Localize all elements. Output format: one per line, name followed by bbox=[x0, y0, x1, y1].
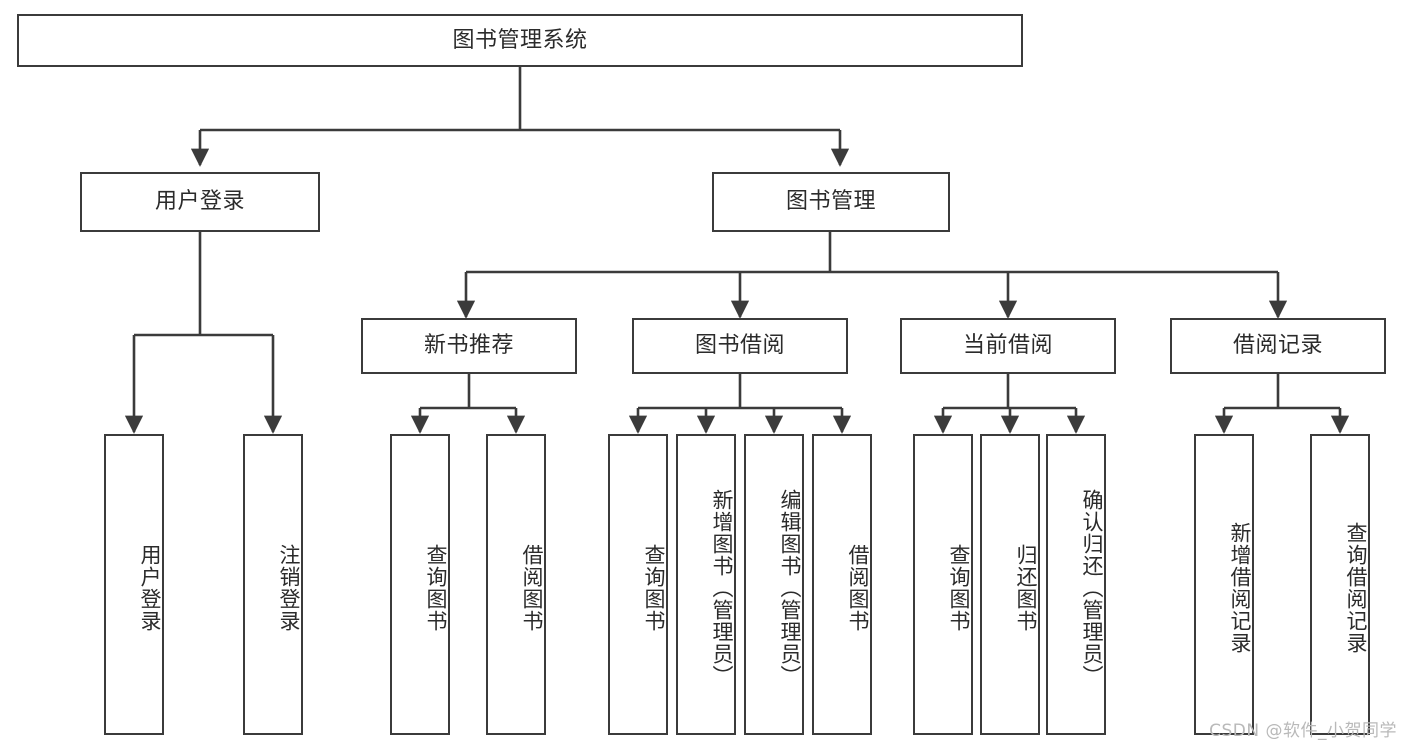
node-label: 当前借阅 bbox=[962, 333, 1053, 359]
leaf-book-borrow-query-book[interactable]: 查询图书 bbox=[608, 434, 668, 735]
node-label: 注销登录 bbox=[277, 543, 301, 632]
node-label: 新增借阅记录 bbox=[1228, 521, 1252, 654]
leaf-current-borrow-query-book[interactable]: 查询图书 bbox=[913, 434, 973, 735]
node-label: 新书推荐 bbox=[423, 333, 514, 359]
node-label: 新增图书（管理员） bbox=[710, 488, 734, 687]
node-label: 借阅图书 bbox=[846, 543, 870, 632]
node-new-book-recommend[interactable]: 新书推荐 bbox=[361, 318, 577, 374]
node-label: 借阅图书 bbox=[520, 543, 544, 632]
leaf-user-login-login[interactable]: 用户登录 bbox=[104, 434, 164, 735]
leaf-book-borrow-edit-book-admin[interactable]: 编辑图书（管理员） bbox=[744, 434, 804, 735]
leaf-borrow-records-query-record[interactable]: 查询借阅记录 bbox=[1310, 434, 1370, 735]
node-label: 图书管理系统 bbox=[452, 27, 588, 53]
node-user-login[interactable]: 用户登录 bbox=[80, 172, 320, 232]
node-borrow-records[interactable]: 借阅记录 bbox=[1170, 318, 1386, 374]
node-label: 编辑图书（管理员） bbox=[778, 488, 802, 687]
node-root-book-management-system[interactable]: 图书管理系统 bbox=[17, 14, 1023, 67]
node-label: 查询图书 bbox=[642, 543, 666, 632]
node-label: 查询图书 bbox=[424, 543, 448, 632]
node-label: 查询图书 bbox=[947, 543, 971, 632]
leaf-new-book-query-book[interactable]: 查询图书 bbox=[390, 434, 450, 735]
leaf-borrow-records-add-record[interactable]: 新增借阅记录 bbox=[1194, 434, 1254, 735]
node-label: 归还图书 bbox=[1014, 543, 1038, 632]
node-label: 确认归还（管理员） bbox=[1080, 488, 1104, 687]
node-book-borrow[interactable]: 图书借阅 bbox=[632, 318, 848, 374]
leaf-current-borrow-confirm-return-admin[interactable]: 确认归还（管理员） bbox=[1046, 434, 1106, 735]
leaf-current-borrow-return-book[interactable]: 归还图书 bbox=[980, 434, 1040, 735]
leaf-book-borrow-add-book-admin[interactable]: 新增图书（管理员） bbox=[676, 434, 736, 735]
node-current-borrow[interactable]: 当前借阅 bbox=[900, 318, 1116, 374]
node-label: 查询借阅记录 bbox=[1344, 521, 1368, 654]
node-label: 图书借阅 bbox=[694, 333, 785, 359]
csdn-watermark: CSDN @软件_小贺同学 bbox=[1209, 721, 1397, 741]
node-label: 用户登录 bbox=[154, 189, 245, 215]
leaf-user-login-logout[interactable]: 注销登录 bbox=[243, 434, 303, 735]
node-label: 借阅记录 bbox=[1232, 333, 1323, 359]
node-book-management[interactable]: 图书管理 bbox=[712, 172, 950, 232]
leaf-new-book-borrow-book[interactable]: 借阅图书 bbox=[486, 434, 546, 735]
leaf-book-borrow-borrow-book[interactable]: 借阅图书 bbox=[812, 434, 872, 735]
node-label: 图书管理 bbox=[785, 189, 876, 215]
node-label: 用户登录 bbox=[138, 543, 162, 632]
